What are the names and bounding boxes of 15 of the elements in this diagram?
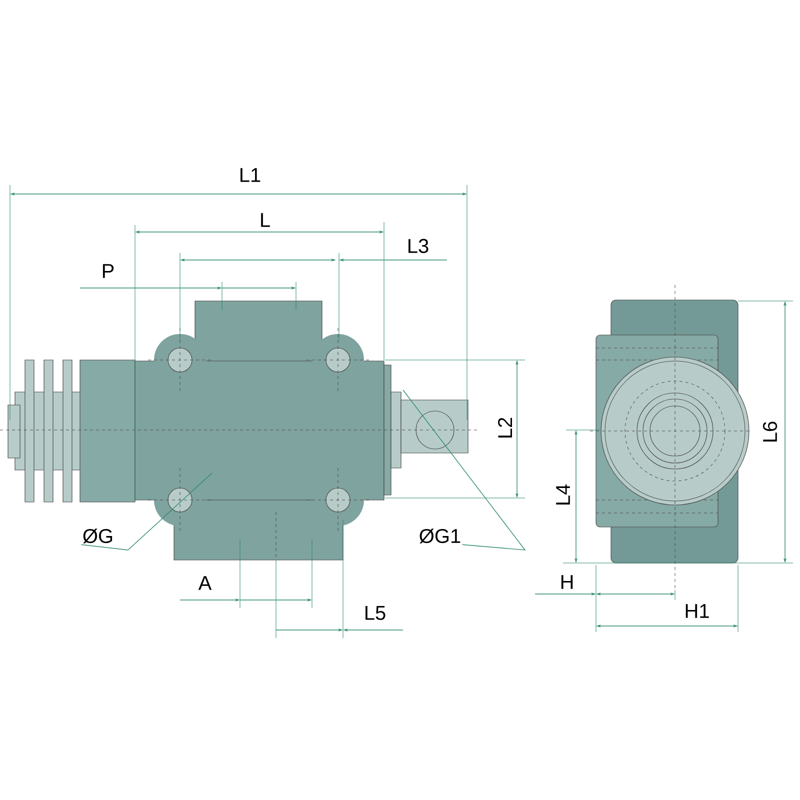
dimension-label: H1: [686, 604, 709, 618]
dimension-label: H: [561, 575, 573, 589]
dimension-label: A: [198, 576, 212, 590]
dimension-label: L1: [240, 168, 260, 182]
dimension-label: L2: [498, 418, 512, 438]
leader-line: [80, 472, 212, 550]
leader-line: [402, 390, 526, 550]
dimension-label: L6: [762, 422, 778, 442]
dimension-label: L5: [366, 606, 386, 620]
dimension-label: P: [102, 264, 114, 278]
dimension-label: ØG1: [420, 528, 460, 544]
dimension-label: L4: [556, 484, 570, 504]
dimension-label: L: [261, 213, 270, 227]
dimension-label: L3: [408, 238, 428, 254]
dimension-label: ØG: [83, 528, 112, 544]
